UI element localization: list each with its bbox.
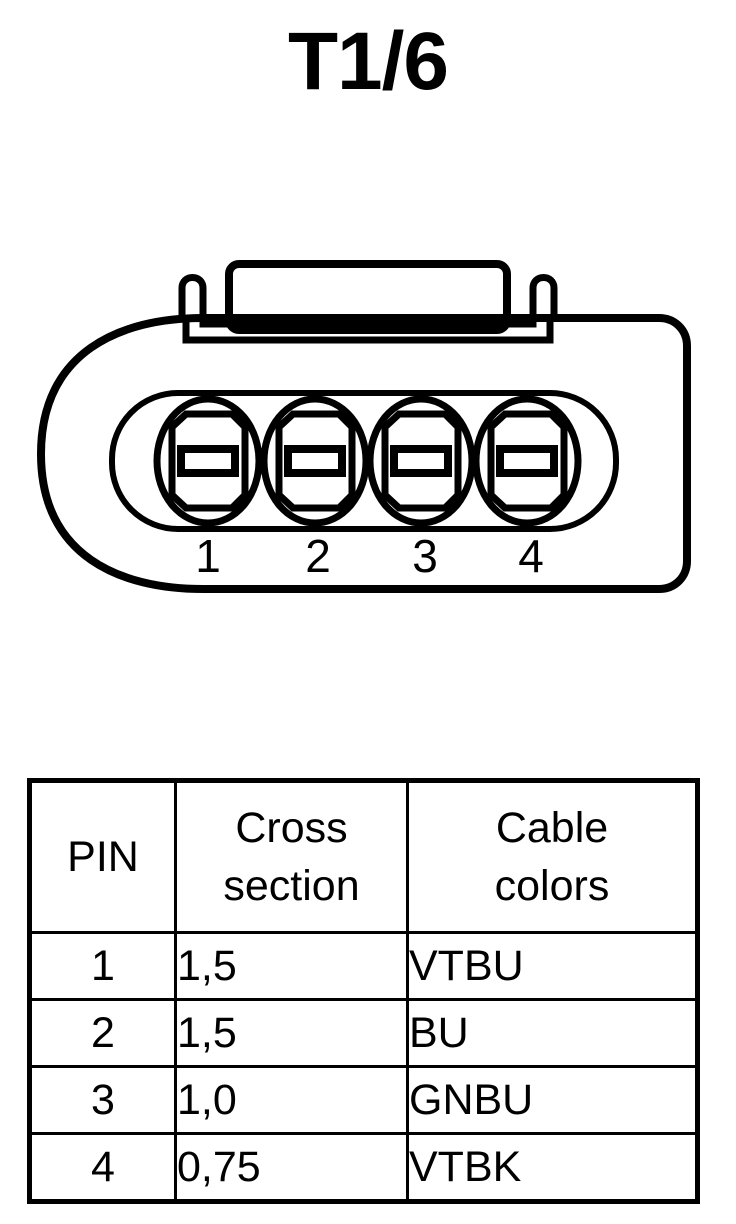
cavity-surround xyxy=(109,390,619,532)
cell-cross-section: 1,5 xyxy=(174,931,409,1001)
header-colors-line-2: colors xyxy=(494,862,610,910)
pin-slot-3 xyxy=(390,445,452,477)
header-pin-line-1: PIN xyxy=(67,833,139,881)
header-cell-cross-section: Cross section xyxy=(174,779,409,934)
pin-slot-1 xyxy=(177,445,239,477)
cell-cable-colors: BU xyxy=(406,998,699,1068)
pin-number-3: 3 xyxy=(412,530,438,582)
pin-cavity-1 xyxy=(153,395,263,527)
cell-cable-colors: VTBU xyxy=(406,931,699,1001)
header-cross-line-2: section xyxy=(223,862,360,910)
cell-cross-section: 1,0 xyxy=(174,1065,409,1135)
table-row: 1 1,5 VTBU xyxy=(28,931,699,1001)
cell-pin: 2 xyxy=(28,998,177,1068)
cell-pin: 3 xyxy=(28,1065,177,1135)
pin-number-1: 1 xyxy=(195,530,221,582)
connector-diagram: 1 2 3 4 xyxy=(0,244,736,614)
table-row: 3 1,0 GNBU xyxy=(28,1065,699,1135)
cell-cable-colors: GNBU xyxy=(406,1065,699,1135)
header-cell-cable-colors: Cable colors xyxy=(406,779,699,934)
pin-slot-2 xyxy=(284,445,346,477)
table-header-row: PIN Cross section Cable colors xyxy=(28,779,699,934)
pin-cavity-3 xyxy=(366,395,476,527)
pin-cavity-4 xyxy=(472,395,582,527)
pin-number-2: 2 xyxy=(305,530,331,582)
pin-cavity-2 xyxy=(260,395,370,527)
header-cell-pin: PIN xyxy=(28,779,177,934)
table-row: 4 0,75 VTBK xyxy=(28,1132,699,1203)
cell-cable-colors: VTBK xyxy=(406,1132,699,1203)
pin-assignment-table: PIN Cross section Cable colors 1 1,5 VTB… xyxy=(27,778,700,1204)
connector-svg: 1 2 3 4 xyxy=(36,260,691,593)
cell-cross-section: 1,5 xyxy=(174,998,409,1068)
cell-pin: 4 xyxy=(28,1132,177,1203)
table-row: 2 1,5 BU xyxy=(28,998,699,1068)
header-colors-line-1: Cable xyxy=(495,804,609,852)
pin-number-4: 4 xyxy=(518,530,544,582)
page-title: T1/6 xyxy=(287,16,449,107)
pin-table-container: PIN Cross section Cable colors 1 1,5 VTB… xyxy=(27,778,700,1204)
cell-cross-section: 0,75 xyxy=(174,1132,409,1203)
cell-pin: 1 xyxy=(28,931,177,1001)
locking-latch-icon xyxy=(178,260,558,344)
header-cross-line-1: Cross xyxy=(235,804,348,852)
title-block: T1/6 xyxy=(0,14,736,110)
pin-slot-4 xyxy=(496,445,558,477)
connector-body xyxy=(36,314,691,593)
